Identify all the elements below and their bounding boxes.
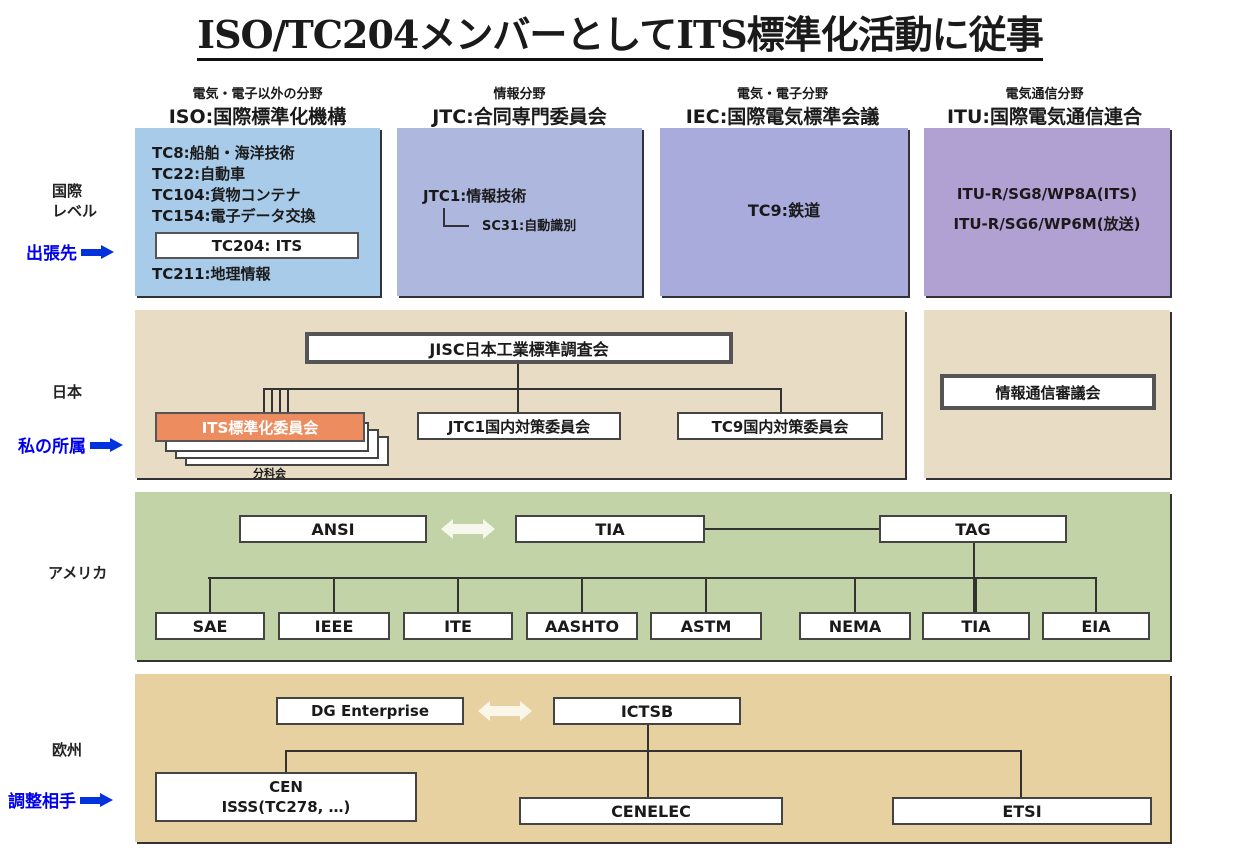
connector-line [581, 577, 583, 612]
america-panel: ANSI TIA TAG SAE IEEE ITE AASHTO ASTM NEMA TIA… [135, 492, 1170, 660]
row-label-japan: 日本 [52, 383, 83, 401]
jisc-box: JISC日本工業標準調査会 [305, 332, 733, 364]
page-title-text: ISO/TC204メンバーとしてITS標準化活動に従事 [197, 12, 1044, 61]
connector-line [973, 543, 975, 626]
iso-item: TC154:電子データ交換 [152, 207, 316, 225]
connector-line [263, 388, 265, 412]
connector-line [517, 388, 519, 412]
ansi-box: ANSI [239, 515, 427, 543]
arrow-right-icon [90, 437, 124, 452]
europe-panel: DG Enterprise ICTSB CEN ISSS(TC278, …) C… [135, 674, 1170, 842]
arrow-right-icon [81, 244, 115, 259]
tc9-item: TC9:鉄道 [747, 201, 821, 220]
connector-line [279, 388, 281, 412]
page-title: ISO/TC204メンバーとしてITS標準化活動に従事 [0, 4, 1240, 61]
dg-enterprise-box: DG Enterprise [276, 697, 464, 725]
america-member-box: ASTM [650, 612, 762, 640]
connector-line [208, 577, 1096, 579]
america-member-box: SAE [155, 612, 265, 640]
connector-line [285, 750, 287, 772]
connector-line [457, 577, 459, 612]
america-member-box: TIA [922, 612, 1030, 640]
callout-text: 出張先 [26, 244, 77, 264]
row-label-line: レベル [52, 202, 98, 220]
column-subtitle: 電気通信分野 [1005, 87, 1084, 102]
iso-panel: TC8:船舶・海洋技術 TC22:自動車 TC104:貨物コンテナ TC154:… [135, 128, 380, 296]
connector-line [287, 388, 289, 412]
connector-line [975, 577, 977, 612]
connector-line [780, 388, 782, 412]
cen-box: CEN ISSS(TC278, …) [155, 772, 417, 822]
etsi-box: ETSI [892, 797, 1152, 825]
double-arrow-icon [441, 519, 495, 539]
column-subtitle: 電気・電子以外の分野 [192, 87, 323, 102]
america-member-box: NEMA [799, 612, 911, 640]
connector-line [271, 388, 273, 412]
its-committee-box: ITS標準化委員会 [155, 412, 365, 442]
tc9-domestic-box: TC9国内対策委員会 [677, 412, 883, 440]
column-title: ITU:国際電気通信連合 [946, 106, 1143, 128]
connector-line [209, 577, 211, 612]
connector-line [333, 577, 335, 612]
iec-panel: TC9:鉄道 [660, 128, 908, 296]
column-title: IEC:国際電気標準会議 [685, 106, 880, 128]
column-subtitle: 情報分野 [493, 87, 546, 102]
double-arrow-icon [478, 701, 532, 721]
subcommittee-label: 分科会 [253, 467, 286, 480]
iso-item: TC8:船舶・海洋技術 [152, 144, 295, 162]
iso-item: TC22:自動車 [152, 165, 246, 183]
jtc1-item: JTC1:情報技術 [423, 187, 527, 205]
column-subtitle: 電気・電子分野 [736, 87, 828, 102]
tree-connector [443, 208, 445, 226]
japan-telecom-panel: 情報通信審議会 [924, 310, 1170, 478]
tc204-highlight-box: TC204: ITS [155, 232, 359, 259]
america-member-box: ITE [403, 612, 513, 640]
cen-sublabel: ISSS(TC278, …) [221, 798, 351, 816]
row-label-europe: 欧州 [52, 741, 83, 759]
tree-connector [443, 225, 469, 227]
callout-text: 調整相手 [8, 792, 76, 812]
callout-my-affiliation: 私の所属 [18, 432, 124, 457]
callout-coordination: 調整相手 [8, 787, 114, 812]
jtc-panel: JTC1:情報技術 SC31:自動識別 [397, 128, 642, 296]
column-header-jtc: 情報分野 JTC:合同専門委員会 [397, 83, 642, 129]
row-label-line: 国際 [52, 182, 83, 200]
connector-line [517, 364, 519, 388]
column-title: JTC:合同専門委員会 [432, 106, 607, 128]
connector-line [705, 577, 707, 612]
column-header-itu: 電気通信分野 ITU:国際電気通信連合 [917, 83, 1172, 129]
connector-line [705, 528, 879, 530]
callout-business-trip: 出張先 [26, 239, 115, 264]
america-member-box: EIA [1042, 612, 1150, 640]
callout-text: 私の所属 [18, 437, 86, 457]
connector-line [1020, 750, 1022, 797]
connector-line [854, 577, 856, 612]
cen-label: CEN [269, 778, 303, 796]
column-title: ISO:国際標準化機構 [168, 106, 347, 128]
jtc1-domestic-box: JTC1国内対策委員会 [417, 412, 621, 440]
connector-line [647, 725, 649, 797]
connector-line [1095, 577, 1097, 612]
itu-item: ITU-R/SG6/WP6M(放送) [953, 215, 1141, 233]
itu-item: ITU-R/SG8/WP8A(ITS) [956, 185, 1138, 203]
tag-box: TAG [879, 515, 1067, 543]
itu-panel: ITU-R/SG8/WP8A(ITS) ITU-R/SG6/WP6M(放送) [924, 128, 1170, 296]
connector-line [263, 388, 782, 390]
iso-item: TC211:地理情報 [152, 265, 271, 283]
row-label-international: 国際 レベル [52, 181, 97, 221]
iso-item: TC104:貨物コンテナ [152, 186, 301, 204]
row-label-america: アメリカ [48, 564, 108, 582]
cenelec-box: CENELEC [519, 797, 783, 825]
arrow-right-icon [80, 792, 114, 807]
tia-top-box: TIA [515, 515, 705, 543]
connector-line [285, 750, 1022, 752]
column-header-iso: 電気・電子以外の分野 ISO:国際標準化機構 [135, 83, 380, 129]
japan-panel: JISC日本工業標準調査会 ITS標準化委員会 分科会 JTC1国内対策委員会 … [135, 310, 905, 480]
telecom-council-box: 情報通信審議会 [940, 374, 1156, 410]
ictsb-box: ICTSB [553, 697, 741, 725]
column-header-iec: 電気・電子分野 IEC:国際電気標準会議 [655, 83, 910, 129]
sc31-item: SC31:自動識別 [482, 219, 577, 234]
america-member-box: IEEE [278, 612, 390, 640]
america-member-box: AASHTO [526, 612, 638, 640]
